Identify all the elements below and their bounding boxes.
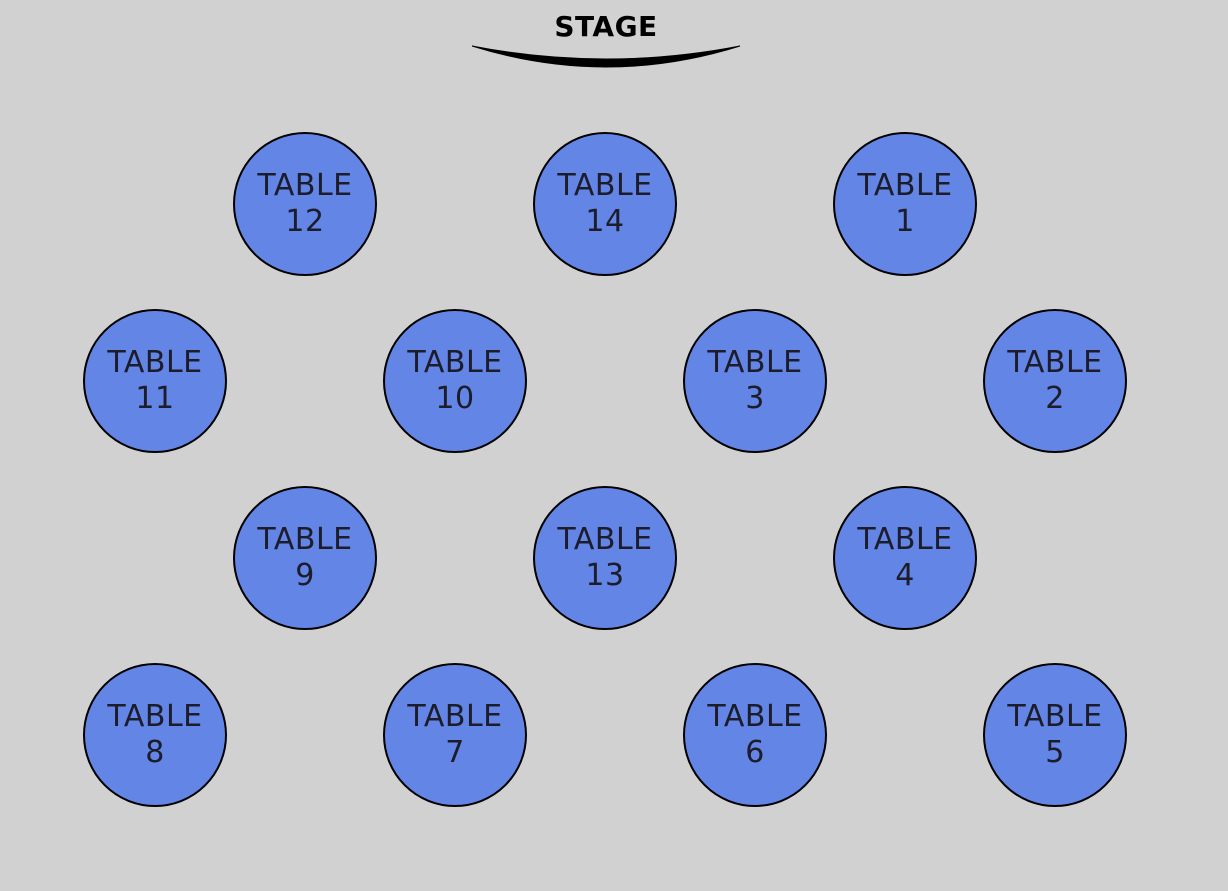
- table-number: 7: [445, 735, 465, 770]
- table-label: TABLE: [857, 522, 953, 557]
- table-13[interactable]: TABLE 13: [533, 486, 677, 630]
- table-label: TABLE: [257, 168, 353, 203]
- table-number: 5: [1045, 735, 1065, 770]
- table-label: TABLE: [407, 345, 503, 380]
- table-number: 8: [145, 735, 165, 770]
- table-label: TABLE: [857, 168, 953, 203]
- table-label: TABLE: [107, 345, 203, 380]
- table-1[interactable]: TABLE 1: [833, 132, 977, 276]
- table-label: TABLE: [407, 699, 503, 734]
- table-number: 11: [135, 381, 175, 416]
- table-6[interactable]: TABLE 6: [683, 663, 827, 807]
- table-number: 2: [1045, 381, 1065, 416]
- table-label: TABLE: [707, 345, 803, 380]
- table-number: 12: [285, 204, 325, 239]
- table-number: 4: [895, 558, 915, 593]
- table-label: TABLE: [1007, 699, 1103, 734]
- table-label: TABLE: [557, 522, 653, 557]
- table-3[interactable]: TABLE 3: [683, 309, 827, 453]
- table-label: TABLE: [257, 522, 353, 557]
- table-label: TABLE: [1007, 345, 1103, 380]
- table-11[interactable]: TABLE 11: [83, 309, 227, 453]
- table-10[interactable]: TABLE 10: [383, 309, 527, 453]
- table-number: 6: [745, 735, 765, 770]
- table-number: 3: [745, 381, 765, 416]
- stage-arc: [471, 45, 741, 68]
- table-number: 9: [295, 558, 315, 593]
- table-label: TABLE: [557, 168, 653, 203]
- table-number: 1: [895, 204, 915, 239]
- stage-label: STAGE: [554, 10, 658, 43]
- table-9[interactable]: TABLE 9: [233, 486, 377, 630]
- table-12[interactable]: TABLE 12: [233, 132, 377, 276]
- table-label: TABLE: [707, 699, 803, 734]
- table-8[interactable]: TABLE 8: [83, 663, 227, 807]
- table-7[interactable]: TABLE 7: [383, 663, 527, 807]
- table-5[interactable]: TABLE 5: [983, 663, 1127, 807]
- table-number: 14: [585, 204, 625, 239]
- table-number: 10: [435, 381, 475, 416]
- table-2[interactable]: TABLE 2: [983, 309, 1127, 453]
- table-4[interactable]: TABLE 4: [833, 486, 977, 630]
- table-label: TABLE: [107, 699, 203, 734]
- table-14[interactable]: TABLE 14: [533, 132, 677, 276]
- table-number: 13: [585, 558, 625, 593]
